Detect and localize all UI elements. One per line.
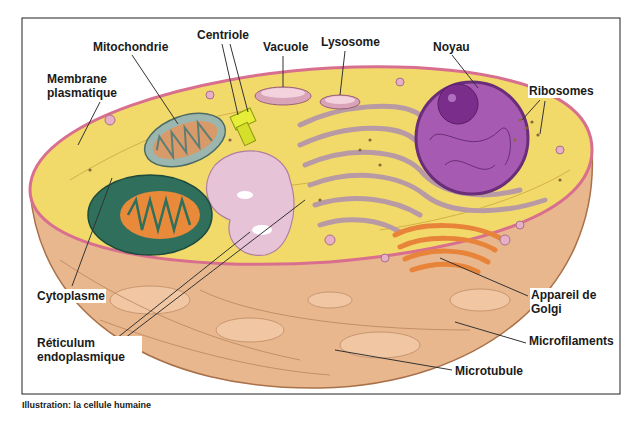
organelle-label: Vacuole <box>262 40 309 54</box>
organelle-label: Noyau <box>432 40 471 54</box>
organelle-label: Membrane plasmatique <box>46 72 143 100</box>
leader-lines <box>112 232 250 342</box>
ribosomes <box>518 118 521 121</box>
leader-lines <box>78 102 100 145</box>
cell-bowl <box>340 332 420 358</box>
frame <box>22 18 620 394</box>
leader-lines <box>440 258 528 296</box>
rough-er <box>320 220 400 232</box>
vacuole <box>261 88 305 98</box>
mitochondrion-large <box>120 191 200 239</box>
vesicles <box>105 78 564 262</box>
ribosomes <box>368 138 371 141</box>
golgi <box>412 264 478 272</box>
nucleus <box>416 82 528 194</box>
organelle-label: Centriole <box>196 28 250 42</box>
vesicles <box>556 146 564 154</box>
mitochondrion-large <box>88 175 212 255</box>
cell-bowl <box>110 286 190 314</box>
mitochondrion <box>148 113 223 166</box>
nucleus <box>448 94 456 102</box>
mitochondrion <box>137 103 232 177</box>
vesicles <box>396 78 404 86</box>
organelle-label: Microfilaments <box>528 334 615 348</box>
leader-lines <box>540 101 545 134</box>
cell-bowl <box>308 292 352 308</box>
centriole <box>230 108 256 146</box>
organelle-label: Lysosome <box>320 35 381 49</box>
cell-bowl <box>216 318 284 342</box>
nucleus <box>416 82 528 194</box>
organelle-label: Mitochondrie <box>92 40 169 54</box>
cytoplasm-face <box>30 67 592 264</box>
smooth-er <box>207 151 294 255</box>
mitochondrion-large <box>128 200 190 230</box>
ribosomes <box>536 133 539 136</box>
centriole <box>236 122 255 145</box>
nucleus <box>430 128 510 169</box>
cytoplasm-face <box>30 67 592 264</box>
leader-lines <box>522 100 540 120</box>
mitochondrion <box>153 120 213 161</box>
smooth-er <box>237 191 253 199</box>
ribosomes <box>88 168 91 171</box>
smooth-er <box>207 151 294 255</box>
leader-lines <box>72 178 112 286</box>
vesicles <box>105 115 115 125</box>
ribosomes <box>318 198 321 201</box>
mitochondrion-large <box>88 175 212 255</box>
golgi <box>395 226 500 272</box>
ribosomes <box>88 118 561 201</box>
ribosomes <box>513 138 516 141</box>
organelle-label: Ribosomes <box>528 84 595 98</box>
vesicles <box>325 235 335 245</box>
lysosome <box>320 95 360 109</box>
nucleus <box>438 84 478 124</box>
vesicles <box>381 254 389 262</box>
vacuole <box>255 87 311 105</box>
ribosomes <box>530 120 533 123</box>
rough-er <box>300 106 420 125</box>
organelle-label: Microtubule <box>454 364 524 378</box>
leader-lines <box>112 200 305 348</box>
leader-lines <box>335 350 452 370</box>
ribosomes <box>228 138 231 141</box>
cell-bowl <box>450 289 510 311</box>
organelle-label: Cytoplasme <box>36 289 106 303</box>
leader-lines <box>452 55 478 88</box>
ribosomes <box>558 178 561 181</box>
leader-lines <box>283 56 284 87</box>
leader-lines <box>222 44 238 115</box>
vesicles <box>516 221 524 229</box>
vacuole <box>255 87 311 105</box>
leader-lines <box>340 51 345 95</box>
ribosomes <box>524 126 527 129</box>
rough-er <box>315 198 420 215</box>
rough-er <box>300 128 415 145</box>
ribosomes <box>378 163 381 166</box>
lysosome <box>320 95 360 109</box>
golgi <box>400 238 495 250</box>
organelle-label: Appareil de Golgi <box>530 288 610 316</box>
caption: Illustration: la cellule humaine <box>22 400 151 411</box>
vesicles <box>500 235 510 245</box>
organelle-label: Réticulum endoplasmique <box>36 336 142 364</box>
ribosomes <box>358 148 361 151</box>
vesicles <box>206 91 214 99</box>
lysosome <box>325 96 355 104</box>
leader-lines <box>230 44 248 112</box>
mitochondrion <box>137 103 232 177</box>
leader-lines <box>455 322 526 343</box>
